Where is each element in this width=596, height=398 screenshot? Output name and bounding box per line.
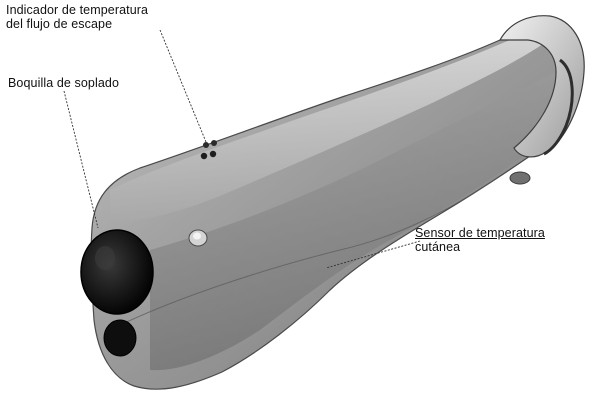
callout-nozzle-line1: Boquilla de soplado bbox=[8, 76, 119, 90]
skin-sensor-button bbox=[189, 230, 207, 246]
callout-exhaust-line1: Indicador de temperatura bbox=[6, 3, 148, 17]
blow-nozzle bbox=[81, 230, 153, 314]
callout-blow-nozzle: Boquilla de soplado bbox=[8, 76, 119, 90]
callout-skin-temperature-sensor: Sensor de temperatura cutánea bbox=[415, 226, 545, 254]
leader-blow-nozzle bbox=[64, 91, 98, 228]
callout-exhaust-line2: del flujo de escape bbox=[6, 17, 148, 31]
lower-port bbox=[104, 320, 136, 356]
callout-exhaust-temperature-indicator: Indicador de temperatura del flujo de es… bbox=[6, 3, 148, 31]
callout-skin-line2: cutánea bbox=[415, 240, 545, 254]
leader-exhaust-indicator bbox=[160, 30, 206, 142]
callout-skin-line1: Sensor de temperatura bbox=[415, 226, 545, 240]
device-body bbox=[91, 33, 572, 390]
